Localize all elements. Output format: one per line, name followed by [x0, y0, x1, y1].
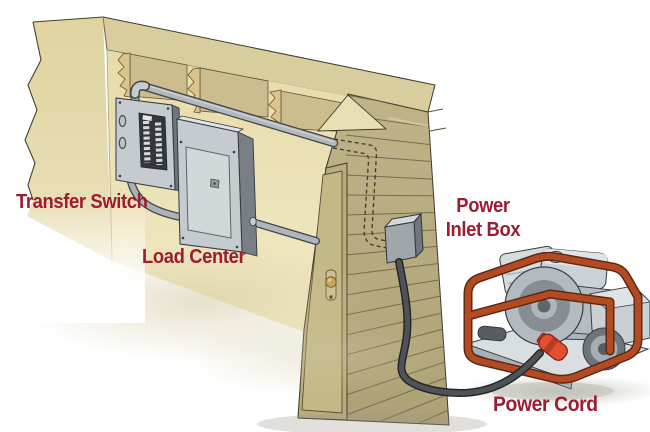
- label-power-cord: Power Cord: [493, 393, 598, 416]
- plug-connector: [536, 332, 568, 361]
- hidden-conduit-dashed: [332, 138, 391, 250]
- power-inlet-box: [383, 212, 424, 264]
- conduit-fitting: [249, 216, 257, 227]
- portable-generator: [458, 245, 650, 407]
- latch-screw: [213, 182, 216, 185]
- house-base-shadow: [257, 413, 487, 432]
- eave-soffit: [317, 94, 388, 132]
- label-load-center: Load Center: [142, 246, 246, 268]
- label-power-inlet-box-line1: Power: [456, 195, 510, 217]
- conduit-runs: [127, 80, 339, 245]
- crankshaft-stub: [477, 325, 507, 342]
- panel-screws: [118, 101, 173, 188]
- knockout-oval: [118, 114, 127, 128]
- joist-end: [117, 52, 131, 98]
- panel-label-sticker: [142, 115, 152, 121]
- breaker-switch-column: [154, 122, 163, 166]
- floor-shadow: [180, 313, 460, 397]
- inlet-box-face: [384, 221, 417, 264]
- panel-screws: [179, 140, 239, 249]
- corner-step-lines: [427, 108, 447, 132]
- label-power-inlet-box-line2: Inlet Box: [445, 219, 521, 241]
- floor-fade: [0, 198, 145, 323]
- generator-roll-cage: [463, 251, 643, 384]
- power-cord: [395, 258, 544, 397]
- label-transfer-switch: Transfer Switch: [16, 191, 148, 213]
- load-center-panel: [175, 115, 258, 257]
- label-power-inlet-box: Power Inlet Box: [443, 194, 522, 242]
- generator-shadow-core: [490, 382, 614, 400]
- panel-door: [185, 146, 232, 239]
- transfer-switch-panel: [115, 97, 183, 192]
- breaker-switch-column: [142, 120, 151, 164]
- knockout-oval: [118, 136, 127, 150]
